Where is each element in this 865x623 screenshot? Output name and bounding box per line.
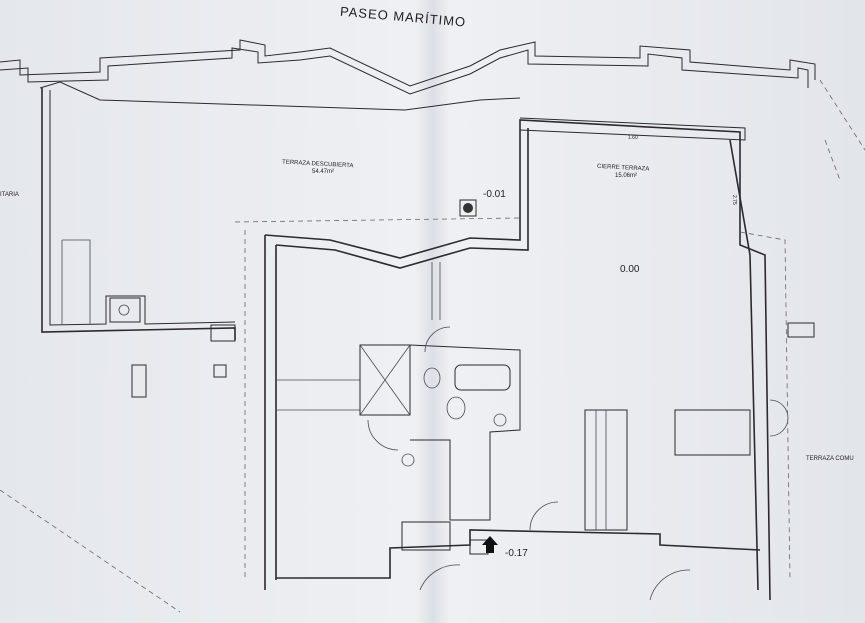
room-area-cierre-terraza: 15.06m² [615, 173, 637, 179]
room-area-terraza-descubierta: 54.47m² [312, 169, 334, 175]
diagonal-right [819, 79, 865, 181]
level-mark: -0.01 [483, 189, 506, 200]
edge-label-left: ITARIA [0, 192, 19, 198]
entrance-arrow-icon [482, 536, 498, 553]
room-name-terraza-descubierta: TERRAZA DESCUBIERTA [282, 160, 354, 170]
dimension-label: 2.75 [731, 195, 737, 205]
drain-icon [463, 203, 473, 213]
street-boundary [0, 39, 816, 111]
fixtures [131, 199, 815, 553]
level-mark: -0.17 [505, 548, 528, 559]
dwelling-walls [264, 117, 789, 601]
property-line [234, 217, 791, 581]
diagonal-left [0, 489, 181, 613]
room-name-cierre-terraza: CIERRE TERRAZA [597, 164, 649, 173]
edge-label-right: TERRAZA COMU [806, 456, 854, 462]
level-mark: 0.00 [620, 264, 640, 275]
dimension-label: 1.60 [628, 135, 638, 141]
